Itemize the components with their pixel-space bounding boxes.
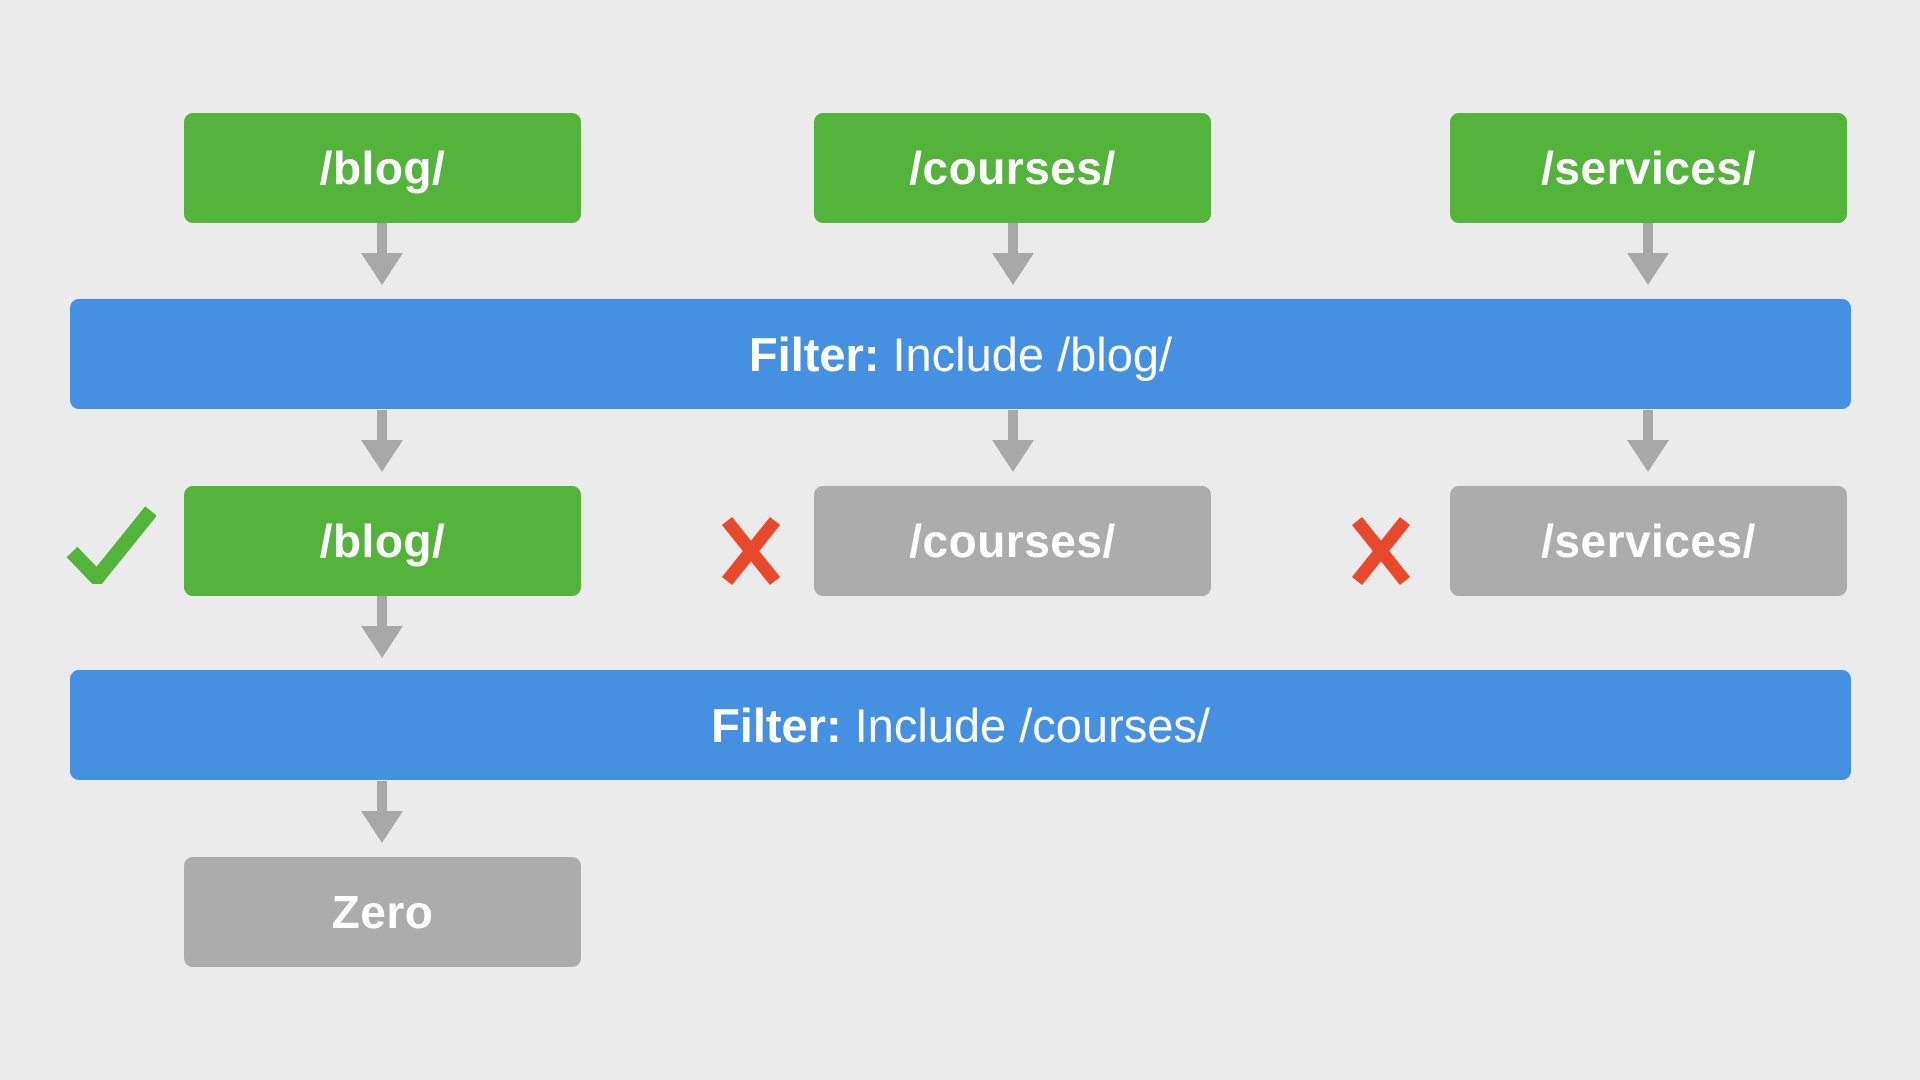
result-box-blog: /blog/ bbox=[184, 486, 581, 596]
arrow-down-icon bbox=[992, 223, 1034, 285]
final-box-zero-label: Zero bbox=[331, 886, 434, 938]
filter-bar-include-blog: Filter: Include /blog/ bbox=[70, 299, 1851, 409]
arrow-down-icon bbox=[992, 410, 1034, 472]
filter-bar-1-keyword: Filter: bbox=[748, 327, 880, 381]
arrow-down-icon bbox=[361, 781, 403, 843]
source-box-blog-label: /blog/ bbox=[319, 142, 446, 194]
result-box-courses-label: /courses/ bbox=[909, 515, 1116, 567]
source-box-courses-label: /courses/ bbox=[909, 142, 1116, 194]
arrow-down-icon bbox=[361, 410, 403, 472]
arrow-down-icon bbox=[361, 223, 403, 285]
source-box-blog: /blog/ bbox=[184, 113, 581, 223]
result-box-courses: /courses/ bbox=[814, 486, 1211, 596]
check-icon bbox=[66, 506, 156, 584]
filter-bar-1-rule: Include /blog/ bbox=[892, 327, 1173, 381]
source-box-services: /services/ bbox=[1450, 113, 1847, 223]
final-box-zero: Zero bbox=[184, 857, 581, 967]
arrow-down-icon bbox=[1627, 410, 1669, 472]
arrow-down-icon bbox=[1627, 223, 1669, 285]
result-box-services-label: /services/ bbox=[1541, 515, 1756, 567]
cross-icon bbox=[1351, 516, 1411, 586]
filter-bar-2-keyword: Filter: bbox=[711, 698, 842, 752]
filter-bar-2-rule: Include /courses/ bbox=[854, 698, 1210, 752]
filter-bar-include-courses: Filter: Include /courses/ bbox=[70, 670, 1851, 780]
result-box-services: /services/ bbox=[1450, 486, 1847, 596]
result-box-blog-label: /blog/ bbox=[319, 515, 446, 567]
source-box-services-label: /services/ bbox=[1541, 142, 1756, 194]
source-box-courses: /courses/ bbox=[814, 113, 1211, 223]
arrow-down-icon bbox=[361, 596, 403, 658]
cross-icon bbox=[721, 516, 781, 586]
